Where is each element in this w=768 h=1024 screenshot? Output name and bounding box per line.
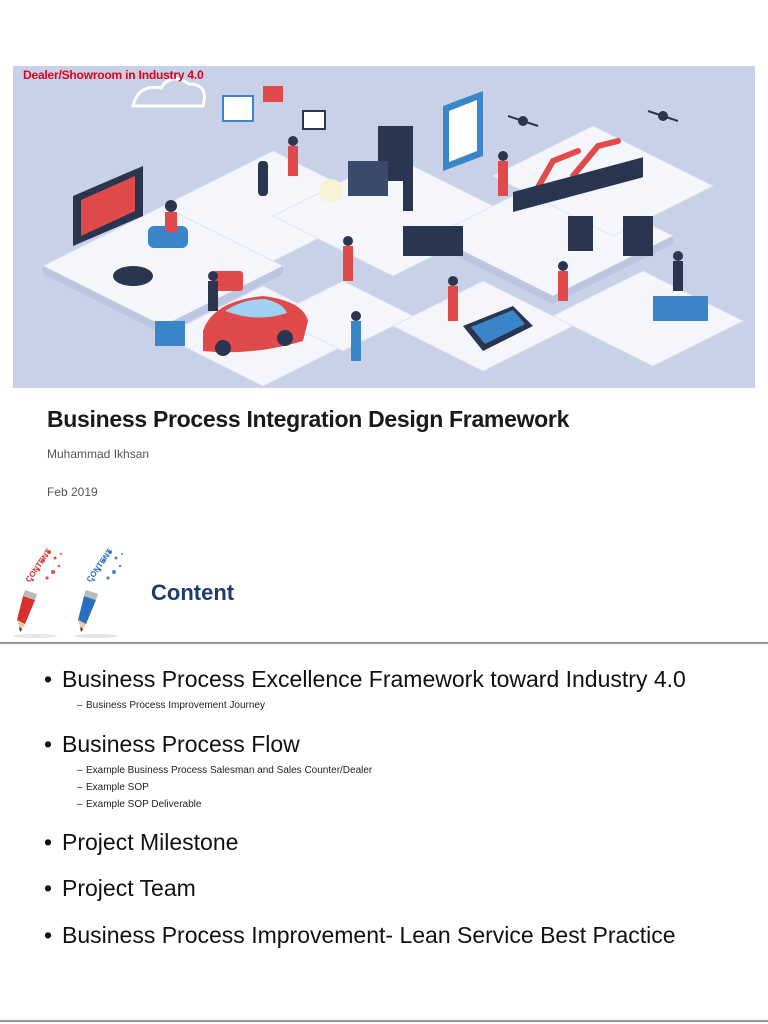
sub-list-item-label: Business Process Improvement Journey [86, 700, 265, 711]
dash-icon: – [77, 782, 83, 793]
sub-list-item: –Example SOP Deliverable [77, 799, 201, 810]
bullet-icon: • [44, 829, 53, 855]
bullet-icon: • [44, 922, 53, 948]
page-title: Business Process Integration Design Fram… [47, 406, 570, 432]
hero-caption: Dealer/Showroom in Industry 4.0 [23, 68, 204, 82]
bullet-icon: • [44, 666, 53, 692]
list-item: • Business Process Flow [44, 731, 300, 758]
svg-text:CONTENT: CONTENT [24, 547, 54, 584]
sub-list-item: –Example SOP [77, 782, 149, 793]
dash-icon: – [77, 700, 83, 711]
list-item-label: Business Process Improvement- Lean Servi… [62, 922, 676, 948]
list-item-label: Project Milestone [62, 829, 239, 855]
sub-list-item-label: Example SOP Deliverable [86, 799, 202, 810]
list-item: • Business Process Improvement- Lean Serv… [44, 922, 676, 949]
list-item: • Business Process Excellence Framework t… [44, 666, 686, 693]
list-item: • Project Milestone [44, 829, 238, 856]
bottom-divider [0, 1020, 768, 1022]
list-item-label: Project Team [62, 875, 196, 901]
sub-list-item: –Business Process Improvement Journey [77, 700, 265, 711]
presentation-date: Feb 2019 [47, 485, 98, 499]
sub-list-item-label: Example SOP [86, 782, 149, 793]
svg-text:CONTENT: CONTENT [85, 547, 115, 584]
author-name: Muhammad Ikhsan [47, 447, 150, 461]
list-item-label: Business Process Excellence Framework to… [62, 666, 686, 692]
title-slide: Dealer/Showroom in Industry 4.0 Business… [13, 66, 755, 499]
sub-list-item: –Example Business Process Salesman and S… [77, 765, 372, 776]
bullet-icon: • [44, 875, 53, 901]
contents-heading: Content [151, 580, 235, 605]
bullet-icon: • [44, 731, 53, 757]
list-item: • Project Team [44, 875, 196, 902]
divider [0, 642, 768, 644]
red-pencil-icon: CONTENT [9, 538, 65, 638]
contents-slide: CONTENT CONTENT Content •Business Proc [0, 522, 768, 1024]
hero-illustration: Dealer/Showroom in Industry 4.0 [13, 66, 755, 388]
isometric-smart-factory-image [13, 66, 755, 388]
blue-pencil-icon: CONTENT [70, 538, 126, 638]
sub-list-item-label: Example Business Process Salesman and Sa… [86, 765, 373, 776]
dash-icon: – [77, 799, 83, 810]
dash-icon: – [77, 765, 83, 776]
list-item-label: Business Process Flow [62, 731, 300, 757]
